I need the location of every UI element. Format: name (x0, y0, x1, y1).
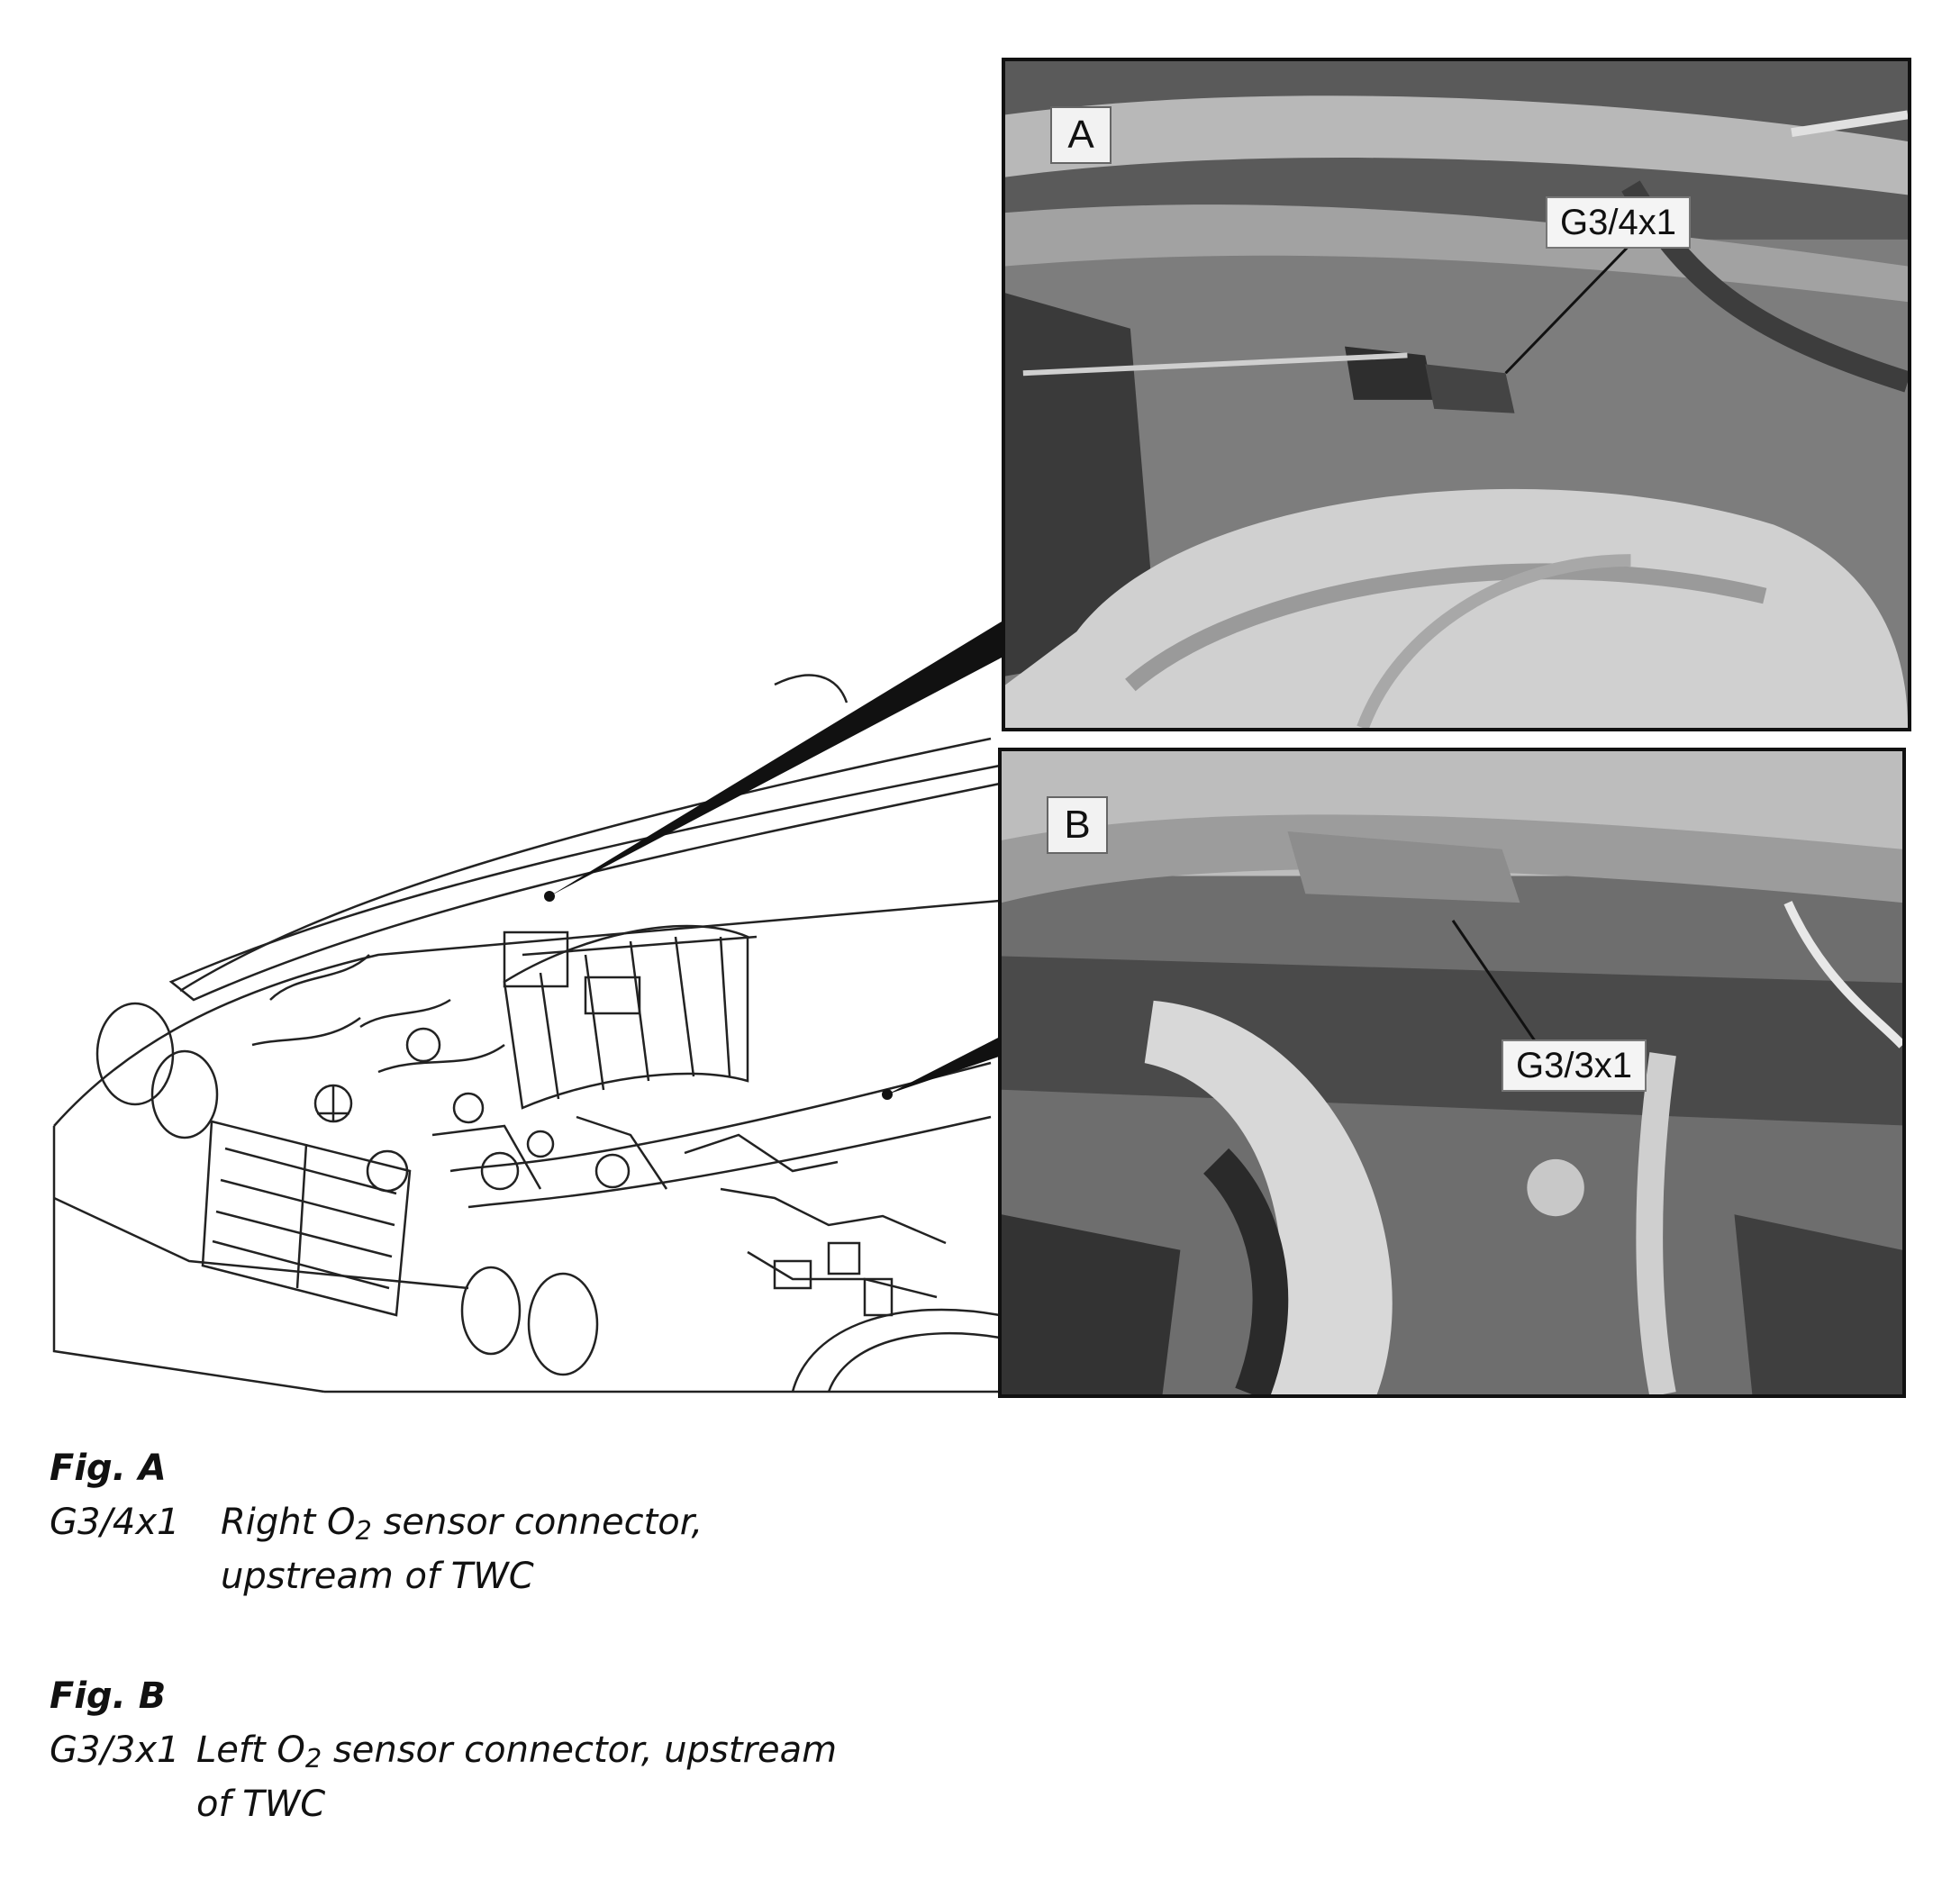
fig-b-line1-suffix: sensor connector, upstream (322, 1729, 838, 1771)
body-outline (53, 899, 1001, 1127)
photo-b-letter: B (1047, 796, 1108, 854)
fig-b-line1-prefix: Left O (196, 1729, 305, 1771)
fig-b-line1-sub: 2 (304, 1742, 322, 1774)
fig-a-description-line1: Right O2 sensor connector, (221, 1500, 703, 1553)
grille (201, 1120, 412, 1317)
hood-outline (168, 764, 1002, 1002)
fig-b-title: Fig. B (50, 1675, 167, 1717)
photo-a-letter: A (1050, 106, 1112, 164)
fig-a-line1-prefix: Right O (221, 1502, 356, 1543)
fig-b-description-line1: Left O2 sensor connector, upstream (196, 1728, 837, 1781)
fig-b-description-line2: of TWC (196, 1784, 326, 1825)
fig-b-code: G3/3x1 (50, 1729, 180, 1771)
leader-dot-b (882, 1089, 893, 1100)
photo-b-engine-bay (1002, 751, 1902, 1394)
leader-dot-a (544, 891, 555, 902)
fig-a-line1-sub: 2 (355, 1514, 372, 1546)
car-engine-illustration (52, 622, 1002, 1393)
fig-a-title: Fig. A (50, 1448, 167, 1489)
leader-line-a (549, 622, 1002, 896)
engine-manifold (503, 924, 749, 1110)
fig-a-code: G3/4x1 (50, 1502, 180, 1543)
leader-line-b (887, 1036, 1002, 1094)
photo-b-callout: G3/3x1 (1502, 1039, 1647, 1092)
photo-a-engine-bay (1005, 61, 1908, 728)
photo-a: A G3/4x1 (1002, 58, 1911, 731)
fig-a-description-line2: upstream of TWC (221, 1556, 534, 1597)
photo-b: B G3/3x1 (998, 748, 1906, 1398)
photo-a-callout: G3/4x1 (1546, 196, 1691, 249)
fig-a-line1-suffix: sensor connector, (371, 1502, 703, 1543)
